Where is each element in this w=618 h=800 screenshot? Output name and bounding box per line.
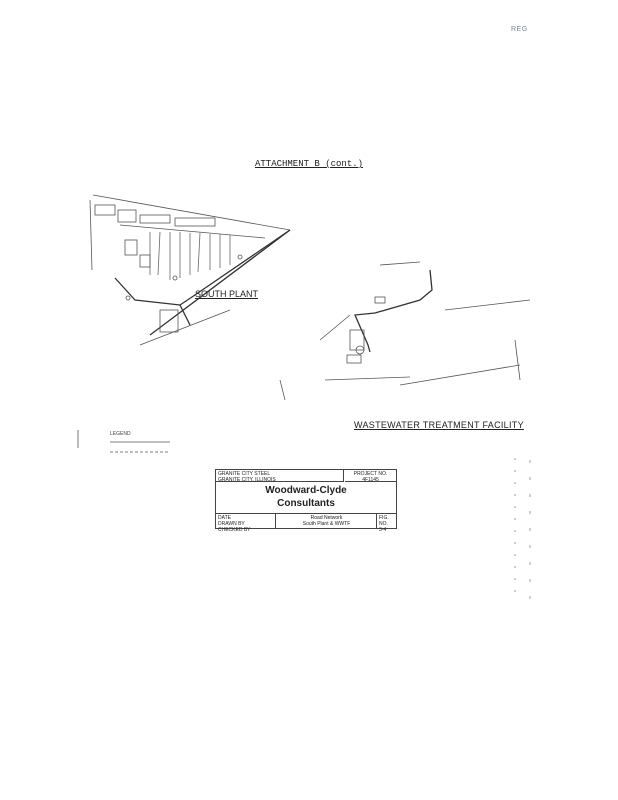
fig-cell: FIG. NO. 3-4 xyxy=(378,514,396,533)
firm-name-2: Consultants xyxy=(277,498,335,509)
drawing-title-cell: Road Network South Plant & WWTF xyxy=(277,514,377,528)
legend-lines xyxy=(77,430,170,453)
wastewater-facility-drawing xyxy=(279,261,531,401)
firm-cell: Woodward-Clyde Consultants xyxy=(216,483,396,514)
page-title: ATTACHMENT B (cont.) xyxy=(255,159,364,169)
fig-label: FIG. NO. xyxy=(379,515,389,527)
drawn-label: DRAWN BY xyxy=(218,521,245,527)
title-block: GRANITE CITY STEEL GRANITE CITY, ILLINOI… xyxy=(215,469,397,533)
project-no-label: PROJECT NO. xyxy=(353,471,388,477)
drawing-subtitle: South Plant & WWTF xyxy=(302,521,351,527)
project-cell: PROJECT NO. 4F1145 xyxy=(345,470,396,483)
fig-no: 3-4 xyxy=(379,527,387,533)
date-label: DATE xyxy=(218,515,231,521)
client-name: GRANITE CITY STEEL xyxy=(218,471,271,477)
margin-marks xyxy=(514,458,531,600)
stamp: REG xyxy=(511,26,528,33)
client-cell: GRANITE CITY STEEL GRANITE CITY, ILLINOI… xyxy=(216,470,344,483)
project-no: 4F1145 xyxy=(362,477,379,483)
checked-label: CHECKED BY xyxy=(218,527,251,533)
firm-name: Woodward-Clyde xyxy=(265,485,347,496)
south-plant-label: SOUTH PLANT xyxy=(195,289,259,299)
legend-label: LEGEND xyxy=(110,431,131,437)
wastewater-facility-label: WASTEWATER TREATMENT FACILITY xyxy=(354,420,524,430)
date-cell: DATE DRAWN BY CHECKED BY xyxy=(216,514,276,533)
drawing-title: Road Network xyxy=(310,515,343,521)
client-location: GRANITE CITY, ILLINOIS xyxy=(218,477,276,483)
south-plant-drawing xyxy=(89,194,291,346)
